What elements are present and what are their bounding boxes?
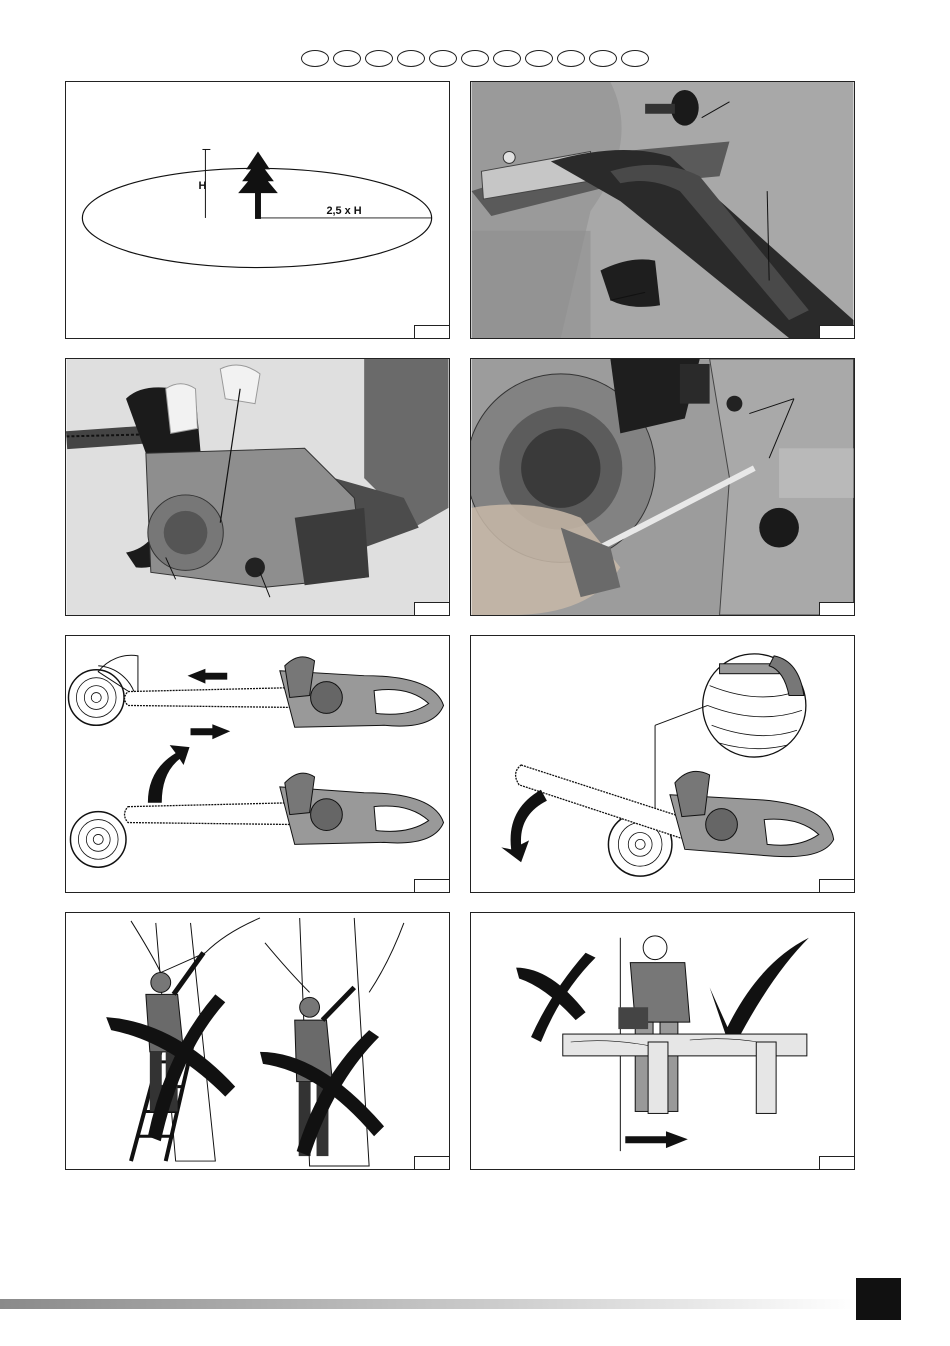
figure-tag (414, 325, 450, 339)
language-oval (365, 50, 393, 67)
language-oval (621, 50, 649, 67)
language-oval (493, 50, 521, 67)
curved-arrow-up-icon (148, 745, 190, 803)
log-bottom (70, 812, 126, 868)
figure-tree-felling-zone: H 2,5 x H (65, 81, 450, 339)
figure-tag (819, 879, 855, 893)
height-label: H (198, 180, 206, 192)
cross-icon (516, 953, 595, 1042)
curved-arrow-down-icon (501, 790, 547, 862)
figure-kickback-zone (65, 635, 450, 893)
figure-tag (414, 879, 450, 893)
arrow-right-icon (191, 724, 231, 739)
language-oval (301, 50, 329, 67)
distance-label: 2,5 x H (326, 205, 361, 217)
figure-pinch-pull-in (470, 635, 855, 893)
kickback-diagram (66, 636, 449, 892)
log-top (68, 670, 124, 726)
arrow-left-icon (188, 669, 228, 684)
footer-gradient-bar (0, 1299, 855, 1309)
ladder-diagram (66, 913, 449, 1169)
log-on-sawhorse (563, 1034, 807, 1113)
arrow-right-icon (625, 1131, 688, 1148)
figure-starting-on-ground (65, 358, 450, 616)
figure-tag (819, 602, 855, 616)
language-oval (461, 50, 489, 67)
figure-no-ladder-overhead-cutting (65, 912, 450, 1170)
language-oval (397, 50, 425, 67)
pinch-diagram (471, 636, 854, 892)
chainsaw-top (125, 657, 444, 727)
figure-tag (414, 602, 450, 616)
language-oval (589, 50, 617, 67)
figure-tag (819, 1156, 855, 1170)
chain-brake-photo (471, 82, 854, 338)
language-oval (525, 50, 553, 67)
sawhorse-diagram (471, 913, 854, 1169)
language-oval (429, 50, 457, 67)
figure-tag (414, 1156, 450, 1170)
figure-correct-sawhorse-stance (470, 912, 855, 1170)
figure-tag (819, 325, 855, 339)
language-ovals (301, 50, 651, 70)
figure-stop-switch-screwdriver (470, 358, 855, 616)
starting-photo (66, 359, 449, 615)
tree-icon (238, 151, 278, 218)
language-oval (333, 50, 361, 67)
chainsaw-bottom (125, 773, 444, 844)
page-number-block (856, 1278, 901, 1320)
figure-chain-brake-lever (470, 81, 855, 339)
language-oval (557, 50, 585, 67)
detail-circle (703, 654, 806, 757)
felling-zone-diagram: H 2,5 x H (66, 82, 449, 338)
screwdriver-photo (471, 359, 854, 615)
chainsaw (516, 765, 834, 857)
